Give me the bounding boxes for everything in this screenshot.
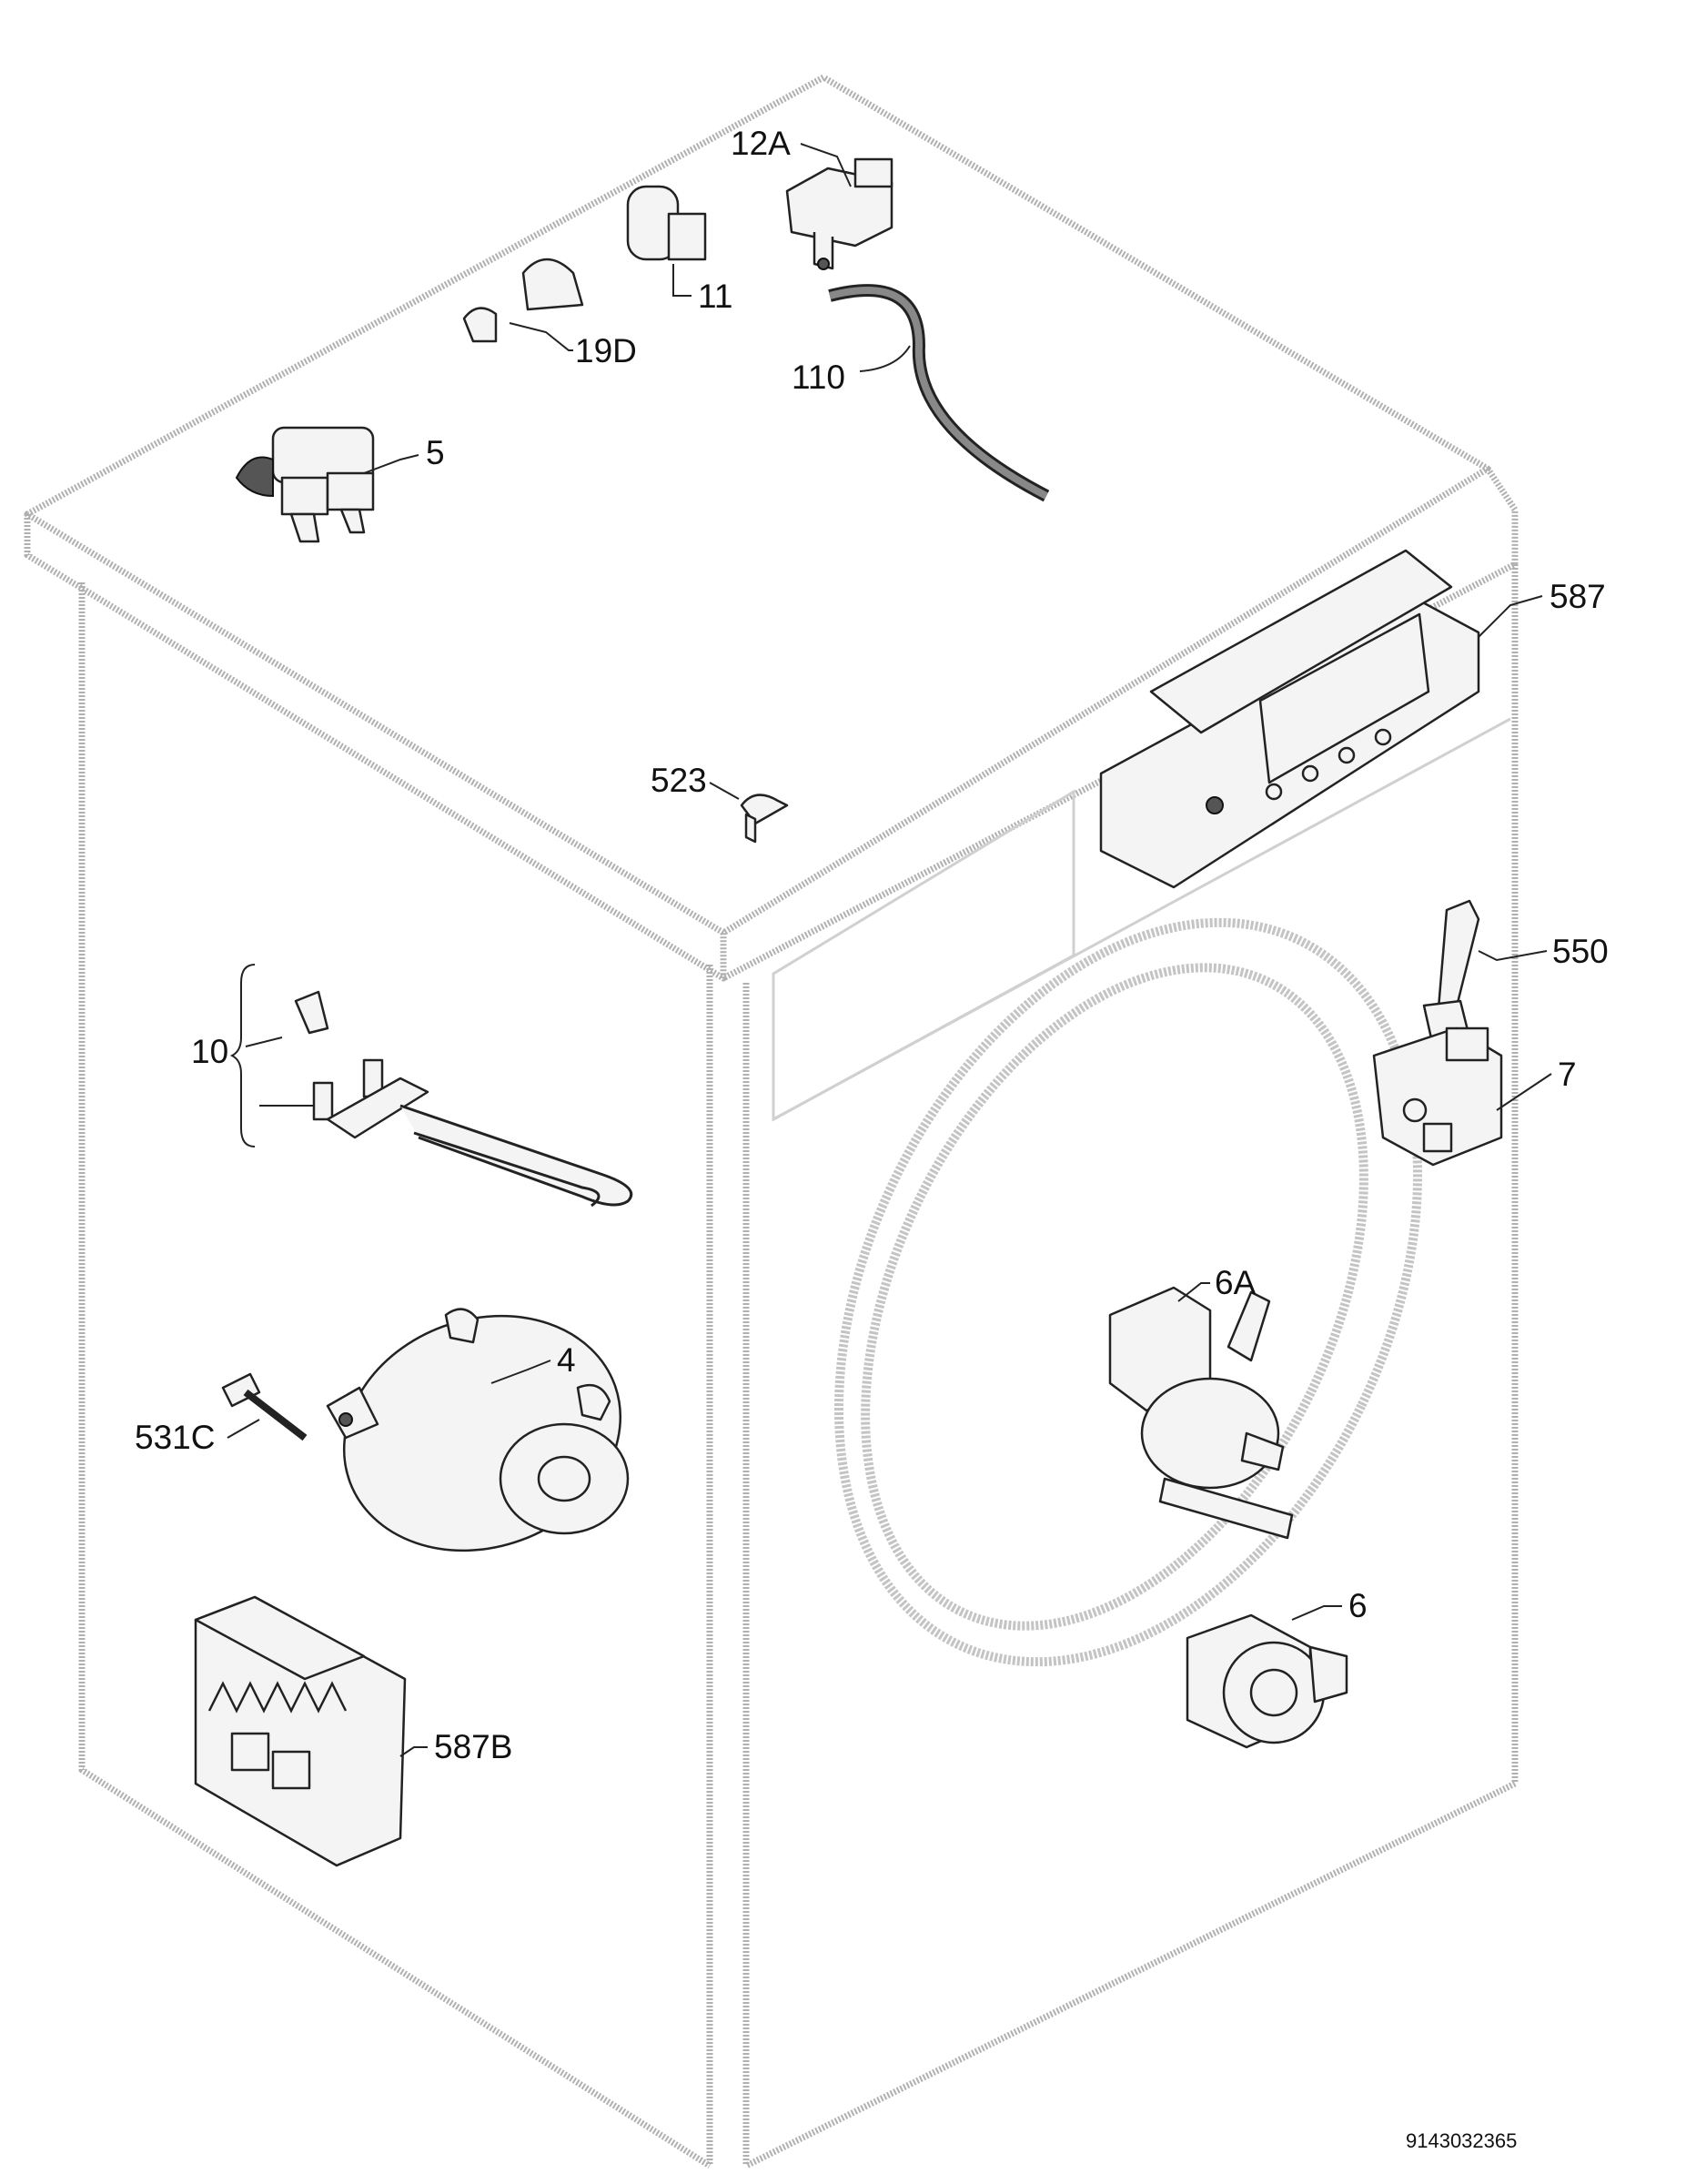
callout-550: 550 (1552, 933, 1609, 970)
document-number: 9143032365 (1406, 2129, 1517, 2152)
heating-element-part (229, 964, 633, 1208)
inlet-valve-part (235, 426, 419, 543)
callout-587: 587 (1550, 578, 1606, 615)
motor-part (221, 1308, 630, 1552)
control-module-part (1099, 549, 1543, 889)
clip-part (709, 782, 789, 844)
pressure-switch-part (785, 143, 893, 270)
door-lock-part (1372, 1026, 1552, 1167)
callout-523: 523 (651, 762, 707, 799)
callout-4: 4 (557, 1341, 576, 1379)
callout-6a: 6A (1215, 1264, 1257, 1301)
callout-12a: 12A (731, 125, 791, 162)
door-lever-part (1422, 899, 1548, 1048)
callout-10: 10 (191, 1033, 228, 1070)
cabinet-outline (24, 74, 1519, 2169)
drain-pump-part (1108, 1282, 1294, 1540)
capacitor-part (626, 185, 707, 297)
callout-110: 110 (792, 359, 845, 396)
callout-7: 7 (1558, 1056, 1577, 1093)
callout-11: 11 (698, 278, 732, 315)
hose-part (828, 284, 1050, 502)
callout-587b: 587B (434, 1728, 512, 1765)
power-module-part (194, 1595, 428, 1867)
callout-5: 5 (426, 434, 445, 471)
cable-clip-part (462, 258, 584, 351)
drain-pump-small-part (1186, 1605, 1348, 1749)
callout-19d: 19D (575, 332, 637, 369)
callout-6: 6 (1348, 1587, 1368, 1624)
callout-531c: 531C (135, 1419, 215, 1456)
door-porthole (833, 917, 1423, 1667)
